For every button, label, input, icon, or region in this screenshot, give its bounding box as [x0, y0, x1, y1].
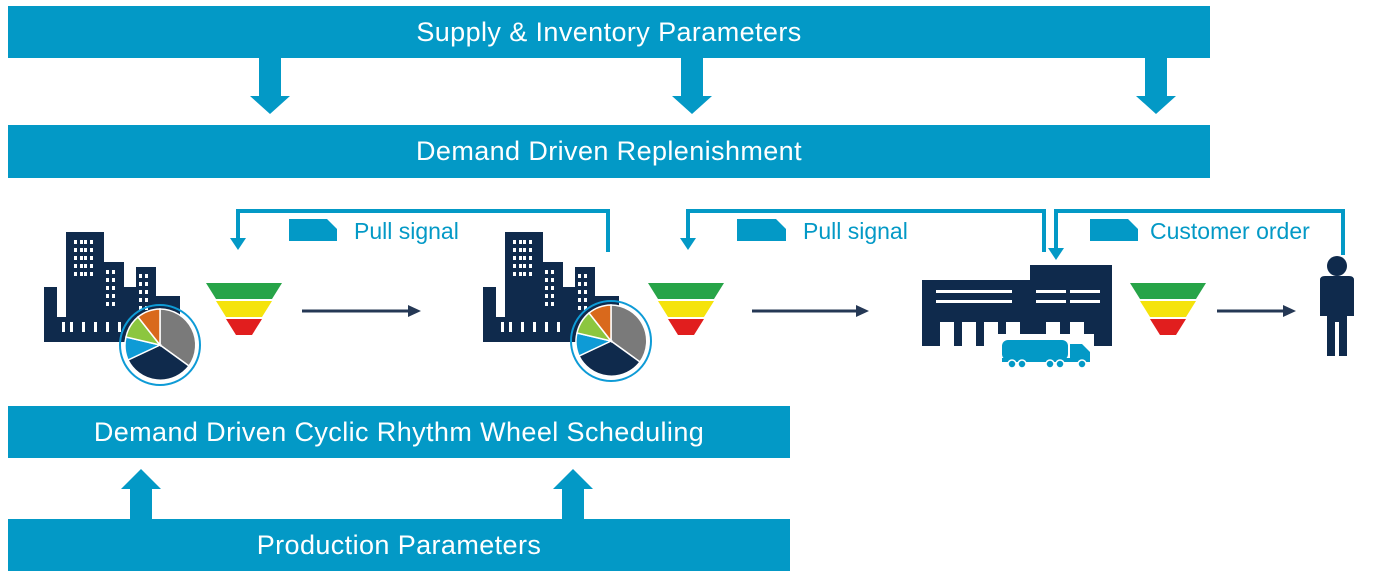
pull-signal-arrowhead-1 [230, 238, 246, 250]
down-arrow-2 [672, 58, 712, 114]
signal-tag-icon-2 [737, 219, 786, 241]
production-parameters-label: Production Parameters [256, 529, 542, 560]
buffer-funnel-icon-1 [206, 283, 282, 335]
factory-icon-2 [483, 232, 619, 342]
ddcrws-label: Demand Driven Cyclic Rhythm Wheel Schedu… [93, 416, 705, 447]
pull-signal-arrowhead-2 [680, 238, 696, 250]
supply-inventory-parameters-label: Supply & Inventory Parameters [416, 16, 802, 47]
rhythm-wheel-icon-2 [570, 300, 652, 382]
pull-signal-loop-2 [686, 209, 1046, 252]
up-arrow-2 [553, 469, 593, 519]
flow-arrow-3 [1217, 305, 1296, 317]
demand-driven-replenishment-label: Demand Driven Replenishment [416, 136, 802, 166]
supply-inventory-parameters-bar: Supply & Inventory Parameters [8, 6, 1210, 58]
factory-icon-1 [44, 232, 180, 342]
customer-order-loop [1054, 209, 1345, 255]
down-arrow-1 [250, 58, 290, 114]
demand-driven-replenishment-bar: Demand Driven Replenishment [8, 125, 1210, 178]
person-icon [1320, 256, 1354, 356]
production-parameters-bar: Production Parameters [8, 519, 790, 571]
customer-order-arrowhead [1048, 248, 1064, 260]
truck-icon [998, 334, 1094, 370]
pull-signal-label-1: Pull signal [354, 218, 459, 244]
down-arrow-3 [1136, 58, 1176, 114]
rhythm-wheel-icon-1 [119, 304, 201, 386]
ddcrws-bar: Demand Driven Cyclic Rhythm Wheel Schedu… [8, 406, 790, 458]
customer-order-label: Customer order [1150, 218, 1310, 244]
buffer-funnel-icon-3 [1130, 283, 1206, 335]
flow-arrow-2 [752, 305, 869, 317]
up-arrow-1 [121, 469, 161, 519]
flow-arrow-1 [302, 305, 421, 317]
warehouse-icon [922, 265, 1112, 346]
signal-tag-icon-3 [1090, 219, 1138, 241]
pull-signal-loop-1 [236, 209, 610, 252]
signal-tag-icon-1 [289, 219, 337, 241]
buffer-funnel-icon-2 [648, 283, 724, 335]
pull-signal-label-2: Pull signal [803, 218, 908, 244]
